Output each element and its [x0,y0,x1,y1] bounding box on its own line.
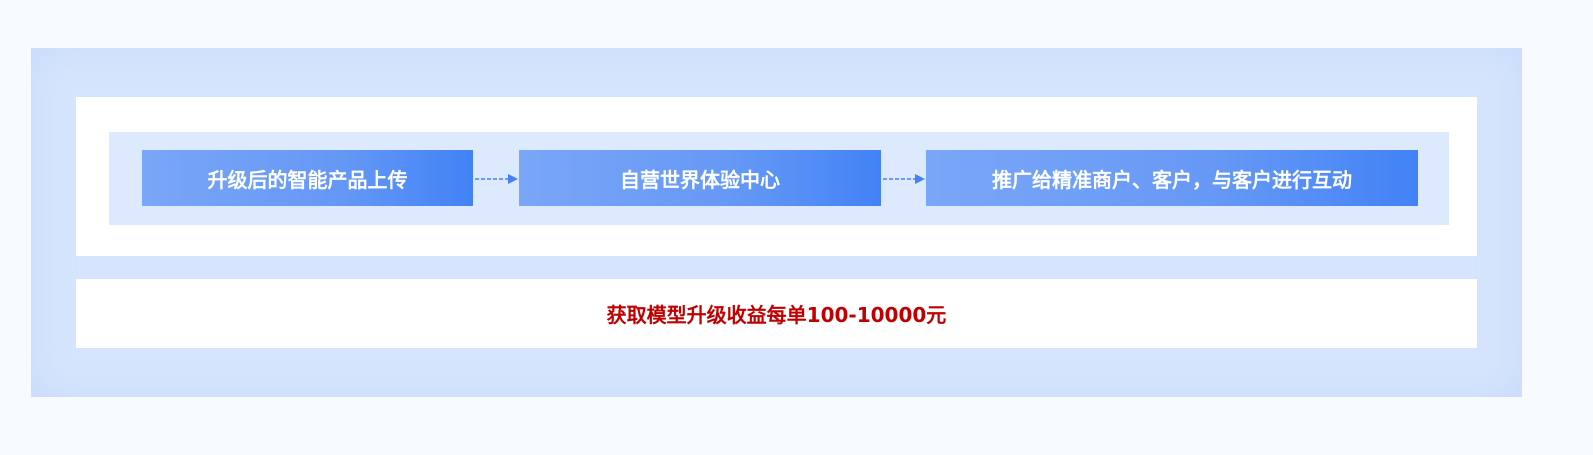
step-promote: 推广给精准商户、客户，与客户进行互动 [926,150,1418,206]
step-upload: 升级后的智能产品上传 [142,150,473,206]
step-label: 自营世界体验中心 [620,167,780,192]
result-text: 获取模型升级收益每单100-10000元 [606,303,947,327]
step-experience-center: 自营世界体验中心 [519,150,881,206]
arrow-right-icon [475,174,518,184]
step-label: 推广给精准商户、客户，与客户进行互动 [992,167,1352,192]
step-label: 升级后的智能产品上传 [207,167,408,192]
arrow-right-icon [883,174,925,184]
result-card: 获取模型升级收益每单100-10000元 [76,279,1477,348]
